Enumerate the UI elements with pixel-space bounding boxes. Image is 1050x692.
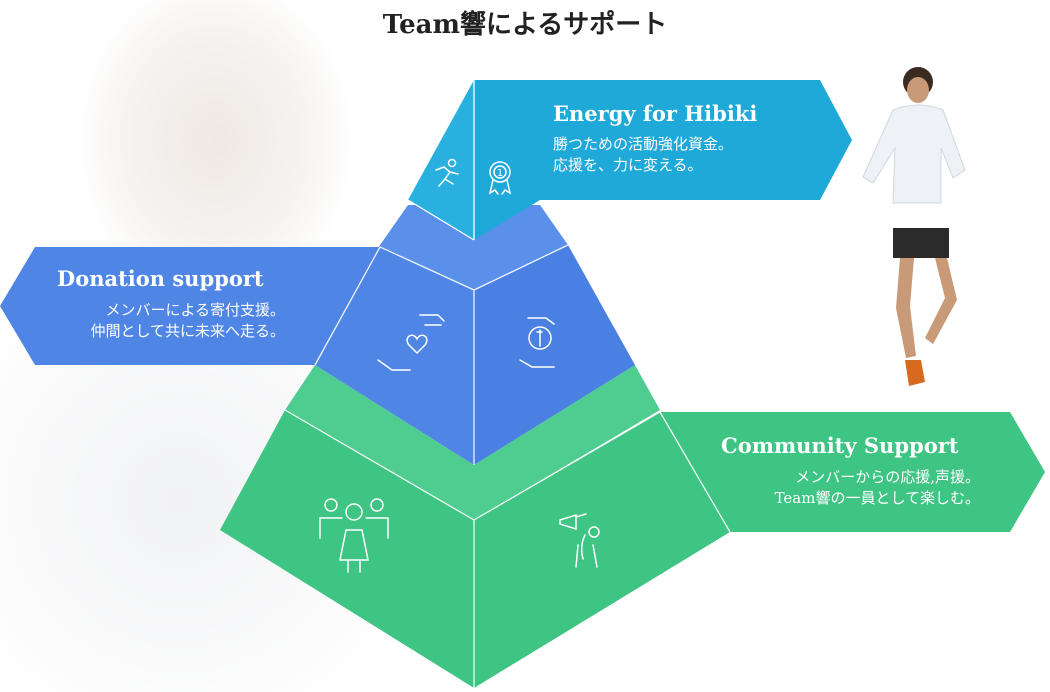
energy-banner <box>474 80 852 240</box>
energy-line-2: 応援を、力に変える。 <box>553 156 703 174</box>
community-line-1: メンバーからの応援,声援。 <box>795 468 980 486</box>
heart-hands-icon <box>377 314 445 371</box>
energy-left-face <box>408 80 474 240</box>
energy-title: Energy for Hibiki <box>553 101 758 126</box>
runner-photo <box>862 67 966 386</box>
runner-icon <box>435 158 459 187</box>
community-line-2: Team響の一員として楽しむ。 <box>774 489 980 507</box>
community-title: Community Support <box>721 433 959 458</box>
community-left-face <box>220 410 474 688</box>
donation-right-face <box>474 245 635 465</box>
energy-line-1: 勝つための活動強化資金。 <box>553 135 734 153</box>
community-top-face <box>285 365 660 520</box>
donation-top-face <box>380 205 568 290</box>
donation-title: Donation support <box>57 266 264 291</box>
community-banner <box>474 412 1045 688</box>
medal-number: 1 <box>497 168 503 179</box>
donation-left-face <box>315 245 474 465</box>
money-hands-icon <box>519 317 555 368</box>
group-icon <box>319 498 389 573</box>
donation-description: メンバーによる寄付支援。 仲間として共に未来へ走る。 <box>57 300 285 342</box>
energy-description: 勝つための活動強化資金。 応援を、力に変える。 <box>553 134 733 176</box>
donation-line-1: メンバーによる寄付支援。 <box>105 301 285 319</box>
community-description: メンバーからの応援,声援。 Team響の一員として楽しむ。 <box>735 467 980 509</box>
medal-icon <box>488 161 512 195</box>
donation-banner <box>0 247 380 365</box>
page-title: Team響によるサポート <box>382 10 668 40</box>
megaphone-icon <box>559 513 600 568</box>
donation-line-2: 仲間として共に未来へ走る。 <box>90 322 285 340</box>
